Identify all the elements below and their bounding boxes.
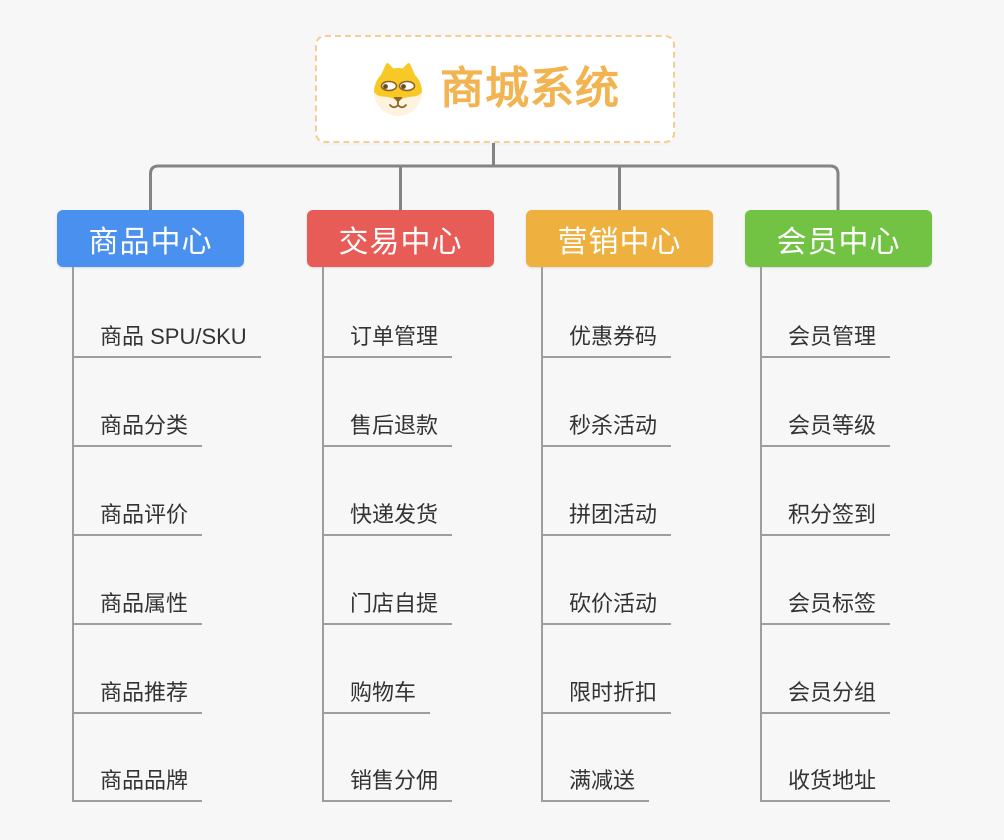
branch-label: 会员中心: [776, 225, 901, 259]
child-node[interactable]: 会员分组: [760, 666, 891, 714]
child-node[interactable]: 门店自提: [322, 577, 453, 625]
root-node[interactable]: 商城系统: [315, 35, 675, 143]
child-node[interactable]: 积分签到: [760, 488, 891, 536]
child-label: 会员管理: [788, 324, 877, 349]
child-label: 商品推荐: [100, 680, 189, 705]
child-label: 满减送: [569, 768, 636, 793]
child-label: 会员标签: [788, 591, 877, 616]
child-label: 商品 SPU/SKU: [100, 324, 247, 349]
child-label: 积分签到: [788, 502, 877, 527]
child-node[interactable]: 拼团活动: [541, 488, 672, 536]
branch-label: 营销中心: [557, 225, 682, 259]
child-label: 售后退款: [350, 413, 439, 438]
child-label: 拼团活动: [569, 502, 658, 527]
child-label: 秒杀活动: [569, 413, 658, 438]
branch-node-member[interactable]: 会员中心: [745, 210, 932, 267]
child-node[interactable]: 砍价活动: [541, 577, 672, 625]
branch-column-product: 商品中心 商品 SPU/SKU 商品分类 商品评价 商品属性 商品推荐 商品品牌: [57, 0, 261, 840]
child-node[interactable]: 销售分佣: [322, 754, 453, 802]
child-node[interactable]: 商品分类: [72, 399, 203, 447]
child-label: 销售分佣: [350, 768, 439, 793]
branch-column-marketing: 营销中心 优惠券码 秒杀活动 拼团活动 砍价活动 限时折扣 满减送: [526, 0, 713, 840]
child-node[interactable]: 优惠券码: [541, 310, 672, 358]
child-label: 会员分组: [788, 680, 877, 705]
branch-node-marketing[interactable]: 营销中心: [526, 210, 713, 267]
branch-column-member: 会员中心 会员管理 会员等级 积分签到 会员标签 会员分组 收货地址: [745, 0, 932, 840]
child-node[interactable]: 商品属性: [72, 577, 203, 625]
child-node[interactable]: 售后退款: [322, 399, 453, 447]
branch-label: 商品中心: [88, 225, 213, 259]
child-node[interactable]: 收货地址: [760, 754, 891, 802]
branch-node-trade[interactable]: 交易中心: [307, 210, 494, 267]
child-node[interactable]: 订单管理: [322, 310, 453, 358]
child-label: 限时折扣: [569, 680, 658, 705]
child-node[interactable]: 秒杀活动: [541, 399, 672, 447]
child-label: 购物车: [350, 680, 417, 705]
child-node[interactable]: 满减送: [541, 754, 650, 802]
dog-icon: [370, 61, 426, 117]
root-label: 商城系统: [440, 64, 620, 113]
branch-label: 交易中心: [338, 225, 463, 259]
child-node[interactable]: 商品推荐: [72, 666, 203, 714]
child-label: 会员等级: [788, 413, 877, 438]
child-label: 砍价活动: [569, 591, 658, 616]
child-label: 门店自提: [350, 591, 439, 616]
child-node[interactable]: 购物车: [322, 666, 431, 714]
child-label: 订单管理: [350, 324, 439, 349]
child-node[interactable]: 商品品牌: [72, 754, 203, 802]
child-label: 商品评价: [100, 502, 189, 527]
branch-column-trade: 交易中心 订单管理 售后退款 快递发货 门店自提 购物车 销售分佣: [307, 0, 494, 840]
child-node[interactable]: 快递发货: [322, 488, 453, 536]
child-label: 优惠券码: [569, 324, 658, 349]
child-label: 商品属性: [100, 591, 189, 616]
child-node[interactable]: 商品 SPU/SKU: [72, 310, 261, 358]
branch-node-product[interactable]: 商品中心: [57, 210, 244, 267]
child-node[interactable]: 商品评价: [72, 488, 203, 536]
child-node[interactable]: 限时折扣: [541, 666, 672, 714]
child-node[interactable]: 会员管理: [760, 310, 891, 358]
child-node[interactable]: 会员标签: [760, 577, 891, 625]
child-label: 收货地址: [788, 768, 877, 793]
child-node[interactable]: 会员等级: [760, 399, 891, 447]
child-label: 商品分类: [100, 413, 189, 438]
child-label: 商品品牌: [100, 768, 189, 793]
child-label: 快递发货: [350, 502, 439, 527]
